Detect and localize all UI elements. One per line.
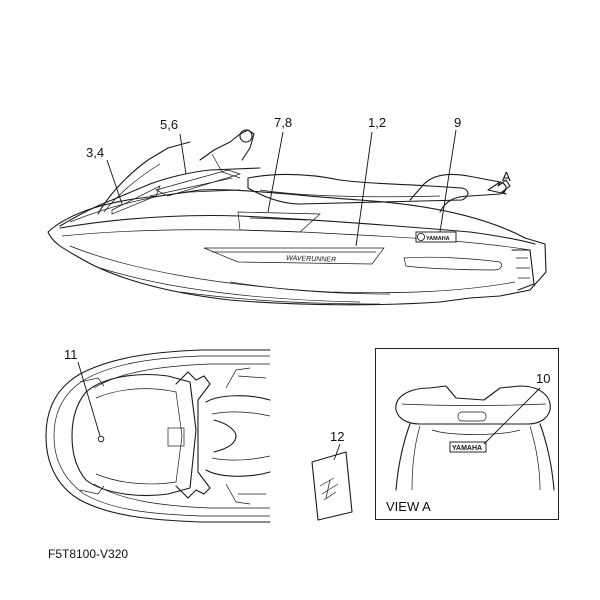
callout-11: 11	[64, 347, 78, 362]
decal-sheet-12	[311, 451, 353, 521]
callout-12: 12	[330, 429, 345, 444]
watercraft-side-view	[47, 129, 547, 306]
waverunner-decal-text: WAVERUNNER	[286, 255, 336, 264]
callout-7-8: 7,8	[274, 115, 293, 130]
yamaha-badge-view-text: YAMAHA	[452, 445, 482, 452]
yamaha-badge-side	[415, 231, 457, 243]
callout-5-6: 5,6	[160, 117, 179, 132]
callout-9: 9	[454, 115, 462, 130]
view-a-rear	[395, 385, 555, 491]
callout-3-4: 3,4	[86, 145, 105, 160]
callout-view-arrow-a: A	[502, 169, 511, 184]
view-a-caption: VIEW A	[386, 499, 431, 514]
part-code: F5T8100-V320	[48, 547, 129, 561]
watercraft-top-view	[45, 349, 271, 523]
yamaha-badge-side-text: YAMAHA	[426, 236, 450, 242]
view-a-frame	[375, 348, 559, 520]
callout-1-2: 1,2	[368, 115, 387, 130]
callout-10: 10	[536, 371, 551, 386]
